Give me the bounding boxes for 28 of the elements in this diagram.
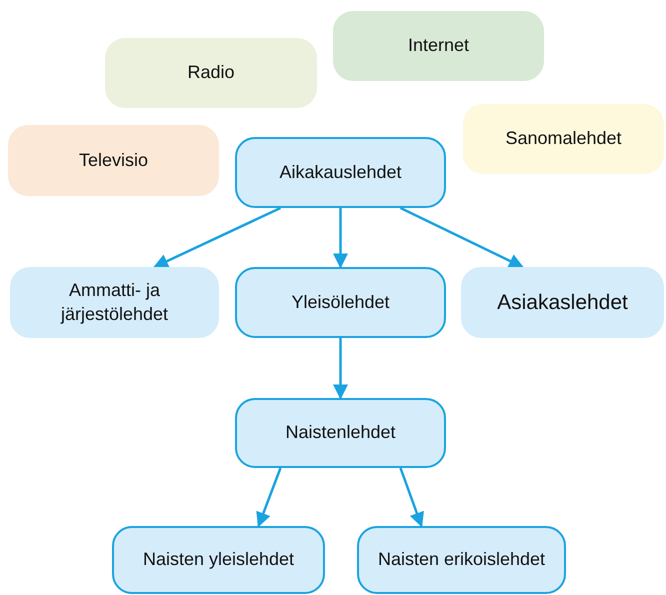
box-label: Televisio <box>78 148 148 172</box>
box-label: Radio <box>187 61 235 84</box>
category-box <box>235 398 446 468</box>
box-label: Naisten yleislehdet <box>142 548 294 572</box>
media-box <box>463 104 664 174</box>
arrow <box>399 468 424 528</box>
box-label: Naisten erikoislehdet <box>378 548 546 572</box>
arrow <box>400 206 524 268</box>
arrow <box>153 206 282 268</box>
box-label: Naistenlehdet <box>285 421 396 444</box>
media-box <box>105 38 317 108</box>
category-box <box>357 526 566 594</box>
box-label: Internet <box>408 34 470 58</box>
box-label: Yleisölehdet <box>291 290 390 314</box>
arrow <box>333 338 348 400</box>
category-box <box>10 267 219 338</box>
media-box <box>8 125 219 196</box>
arrow <box>333 208 348 268</box>
arrow <box>256 468 282 528</box>
category-box <box>112 526 325 594</box>
category-box <box>235 267 446 338</box>
box-label: Aikakauslehdet <box>279 160 402 184</box>
box-label: Asiakaslehdet <box>497 290 628 316</box>
box-label: Ammatti- ja järjestölehdet <box>60 279 170 326</box>
box-label: Sanomalehdet <box>505 127 622 150</box>
category-box <box>461 267 664 338</box>
category-box <box>235 137 446 208</box>
media-box <box>333 11 544 81</box>
